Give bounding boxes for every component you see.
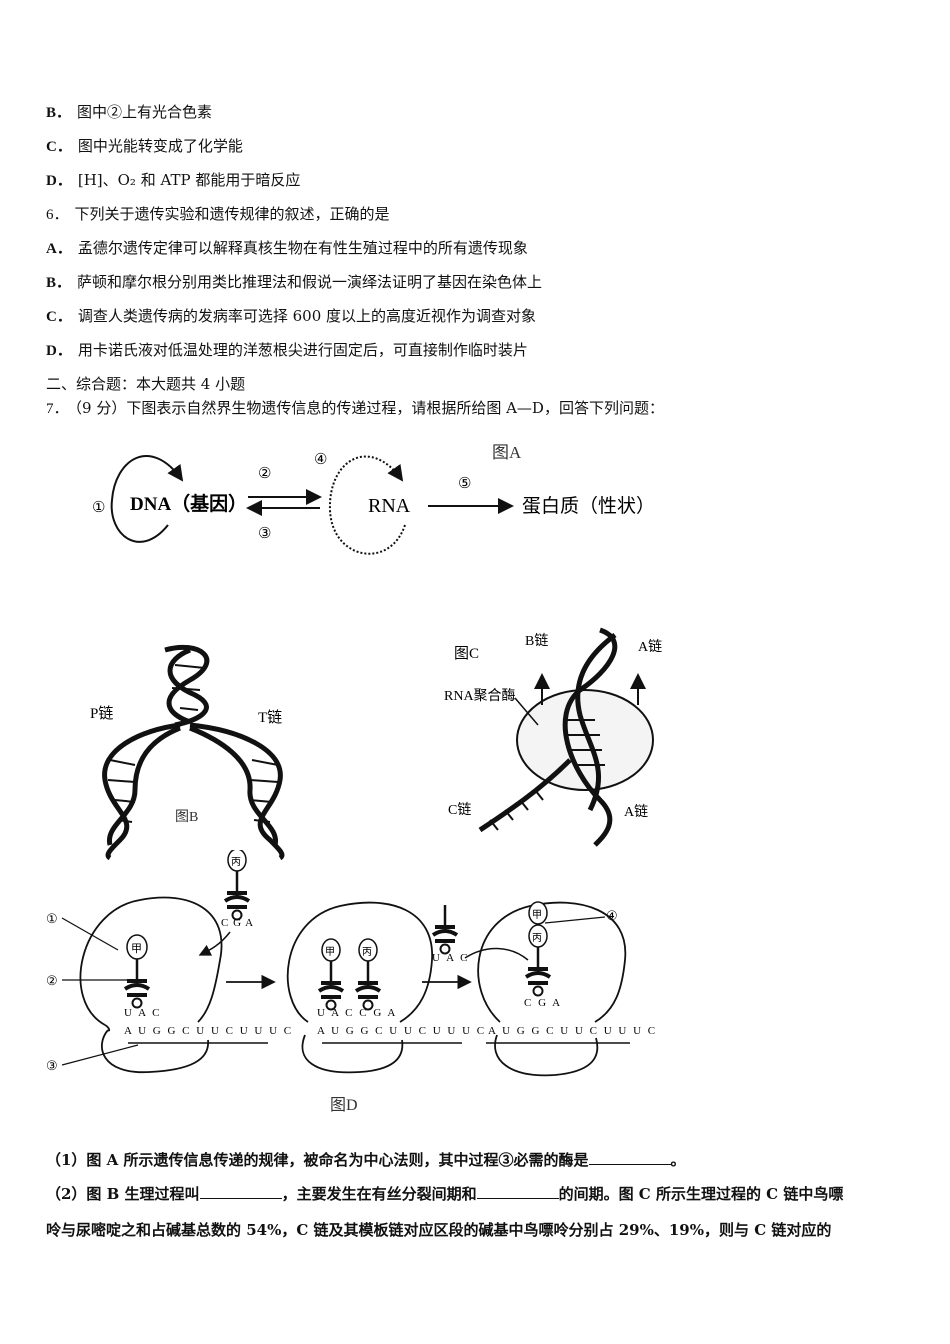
- figure-b: P链 T链 图B: [80, 640, 310, 861]
- t-chain-label: T链: [258, 709, 282, 726]
- trna-jia-label-3: 甲: [532, 910, 542, 921]
- answer-blank-1[interactable]: [588, 1150, 671, 1165]
- q6-option-c: C．调查人类遗传病的发病率可选择 600 度以上的高度近视作为调查对象: [46, 307, 537, 325]
- rna-polymerase-label: RNA聚合酶: [444, 688, 516, 704]
- trna-jia-label-2: 甲: [325, 947, 335, 958]
- figure-a-title: 图A: [492, 443, 522, 462]
- q7-sub2-line2: 呤与尿嘧啶之和占碱基总数的 54%，C 链及其模板链对应区段的碱基中鸟嘌呤分别占…: [46, 1221, 832, 1239]
- q5-option-d: D．[H]、O₂ 和 ATP 都能用于暗反应: [46, 171, 301, 189]
- q7-stem: 7．（9 分）下图表示自然界生物遗传信息的传递过程，请根据所给图 A—D，回答下…: [46, 399, 664, 417]
- q5-option-b: B．图中②上有光合色素: [46, 103, 213, 121]
- figure-d-title: 图D: [330, 1097, 358, 1114]
- q6-stem: 6．下列关于遗传实验和遗传规律的叙述，正确的是: [46, 205, 390, 223]
- stage1-anticodon: U A C: [124, 1007, 162, 1019]
- rna-polymerase-shape: [516, 689, 654, 791]
- figure-a: ① DNA（基因） ② ③ ④ RNA ⑤ 蛋白质（性状） 图A: [80, 430, 680, 570]
- label-d-1: ①: [46, 911, 58, 926]
- section-heading: 二、综合题：本大题共 4 小题: [46, 375, 246, 393]
- a-chain-top-label: A链: [638, 639, 662, 655]
- dna-label: DNA（基因）: [130, 492, 247, 515]
- translation-diagram: 甲 丙 C G A U A C A U G G C U U C U U U C …: [46, 848, 657, 1114]
- stage1-mrna: A U G G C U U C U U U C: [124, 1025, 293, 1037]
- trna-jia-label: 甲: [131, 943, 142, 955]
- label-1: ①: [92, 500, 105, 516]
- answer-blank-2[interactable]: [199, 1184, 282, 1199]
- trna-bing-label-2: 丙: [362, 947, 372, 958]
- label-d-2: ②: [46, 973, 58, 988]
- rna-label: RNA: [368, 495, 411, 517]
- q7-sub1: （1）图 A 所示遗传信息传递的规律，被命名为中心法则，其中过程③必需的酶是。: [46, 1150, 686, 1169]
- q7-sub2: （2）图 B 生理过程叫，主要发生在有丝分裂间期和的间期。图 C 所示生理过程的…: [46, 1184, 844, 1203]
- figure-b-title: 图B: [175, 810, 198, 825]
- dna-replication-diagram: P链 T链 图B: [90, 644, 285, 861]
- q5-option-c: C．图中光能转变成了化学能: [46, 137, 243, 155]
- figure-c: 图C B链 A链 RNA聚合酶 C链 A链: [430, 620, 670, 850]
- figure-d: 甲 丙 C G A U A C A U G G C U U C U U U C …: [40, 848, 660, 1120]
- p-chain-label: P链: [90, 705, 113, 722]
- stage3-anticodon: C G A: [524, 997, 562, 1009]
- stage3-mrna: A U G G C U U C U U U C: [488, 1025, 657, 1037]
- figure-c-title: 图C: [454, 645, 479, 662]
- anticodon-cga-free: C G A: [221, 917, 254, 929]
- trna-bing-label-3: 丙: [532, 933, 542, 944]
- stage2-anticodons: U A C C G A: [317, 1007, 397, 1019]
- stage2-mrna: A U G G C U U C U U U C: [317, 1025, 486, 1037]
- label-5: ⑤: [458, 476, 471, 492]
- q6-option-b: B．萨顿和摩尔根分别用类比推理法和假说一演绎法证明了基因在染色体上: [46, 273, 543, 291]
- label-4: ④: [314, 452, 327, 468]
- a-chain-bottom-label: A链: [624, 804, 648, 820]
- central-dogma-diagram: ① DNA（基因） ② ③ ④ RNA ⑤ 蛋白质（性状） 图A: [92, 443, 655, 555]
- q6-option-d: D．用卡诺氏液对低温处理的洋葱根尖进行固定后，可直接制作临时装片: [46, 341, 528, 359]
- b-chain-label: B链: [525, 633, 548, 649]
- answer-blank-3[interactable]: [476, 1184, 559, 1199]
- trna-bing-label: 丙: [231, 857, 241, 868]
- label-d-3: ③: [46, 1058, 58, 1073]
- protein-label: 蛋白质（性状）: [522, 495, 655, 517]
- anticodon-uac-free: U A C: [432, 952, 470, 964]
- transcription-diagram: 图C B链 A链 RNA聚合酶 C链 A链: [444, 627, 662, 847]
- label-2: ②: [258, 466, 271, 482]
- label-3: ③: [258, 526, 271, 542]
- q6-option-a: A．孟德尔遗传定律可以解释真核生物在有性生殖过程中的所有遗传现象: [46, 239, 528, 257]
- c-chain-label: C链: [448, 802, 471, 818]
- label-d-4: ④: [606, 908, 618, 923]
